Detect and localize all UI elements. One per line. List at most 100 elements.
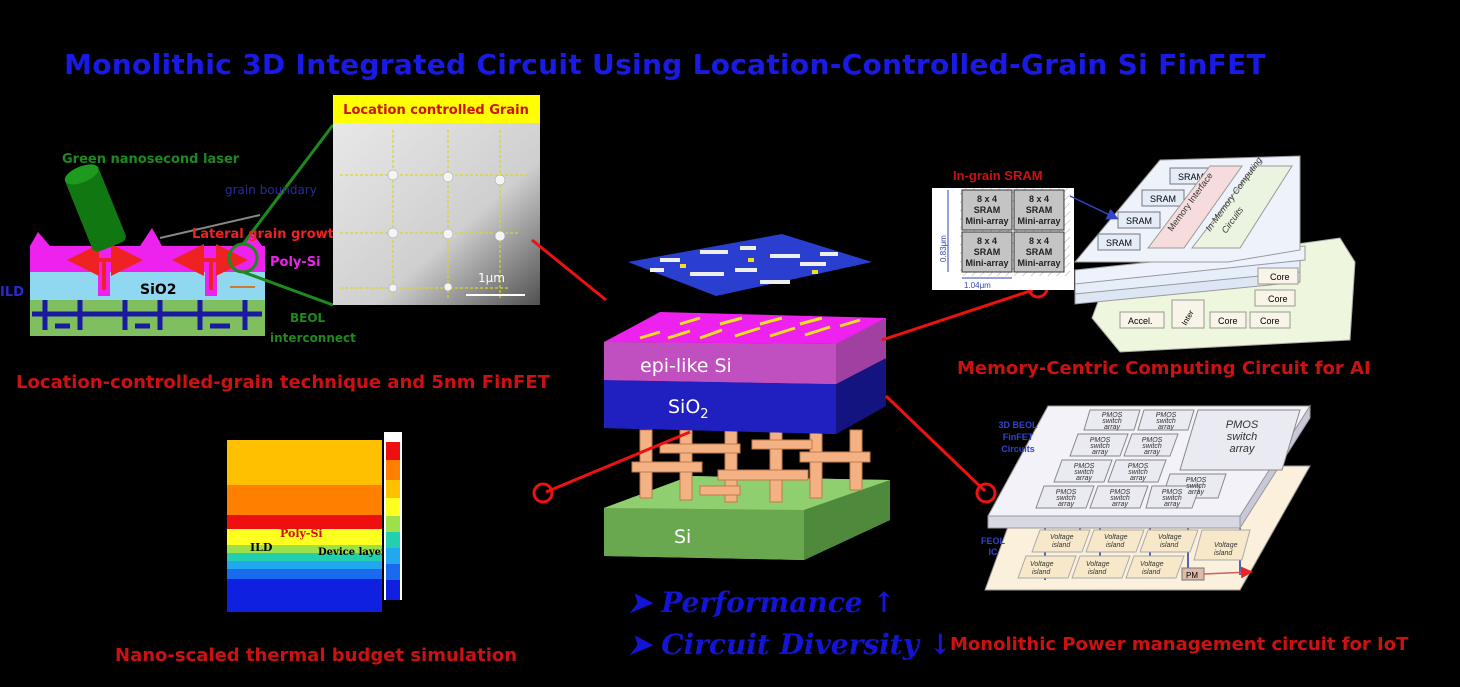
- ps9a: PMOS: [1110, 489, 1131, 496]
- beol-circ-3: Circuits: [1001, 444, 1035, 454]
- lateral-growth-label: Lateral grain growth: [192, 227, 343, 242]
- ps4b: switch: [1142, 443, 1162, 450]
- v4a: Voltage: [1214, 542, 1238, 549]
- sio2-label: SiO2: [140, 282, 177, 298]
- scale-label: 1μm: [478, 271, 505, 285]
- ps2a: PMOS: [1156, 412, 1177, 419]
- ps3c: array: [1092, 449, 1108, 456]
- ps1c: array: [1104, 424, 1120, 431]
- sem-grain-seeds: [387, 169, 506, 293]
- v7a: Voltage: [1140, 561, 1164, 568]
- mini-array-2b: SRAM: [1026, 205, 1053, 215]
- core-2: Core: [1268, 294, 1288, 304]
- ai-panel: SRAM SRAM SRAM SRAM Memory Interface In-…: [932, 155, 1356, 353]
- pmos-big-3: array: [1229, 443, 1256, 455]
- sram-title: In-grain SRAM: [953, 168, 1043, 183]
- sem-title-bar: [333, 95, 540, 123]
- polysi-label: Poly-Si: [270, 255, 321, 270]
- dim-width: 1.04μm: [964, 281, 991, 290]
- v1a: Voltage: [1050, 534, 1074, 541]
- ps10b: switch: [1162, 495, 1182, 502]
- sram-block-1: SRAM: [1178, 172, 1204, 182]
- sem-image: [333, 123, 540, 305]
- bullet-diversity: ➤ Circuit Diversity ↓: [628, 628, 952, 661]
- beol-label-1: BEOL: [290, 311, 326, 325]
- sram-block-2: SRAM: [1150, 194, 1176, 204]
- thermal-device-label: Device layer: [318, 547, 387, 558]
- sram-block-4: SRAM: [1106, 238, 1132, 248]
- v6b: island: [1088, 569, 1107, 576]
- ps10c: array: [1164, 501, 1180, 508]
- v5b: island: [1032, 569, 1051, 576]
- v1b: island: [1052, 542, 1071, 549]
- core-3: Core: [1260, 316, 1280, 326]
- thermal-panel: Poly-Si ILD Device layer: [227, 432, 402, 612]
- mini-array-4c: Mini-array: [1017, 258, 1060, 268]
- lcg-panel: Green nanosecond laser grain boundary La…: [0, 95, 540, 345]
- core-4: Core: [1218, 316, 1238, 326]
- page-title: Monolithic 3D Integrated Circuit Using L…: [64, 48, 1266, 81]
- mini-array-1c: Mini-array: [965, 216, 1008, 226]
- mini-array-2a: 8 x 4: [1029, 194, 1049, 204]
- ps6c: array: [1130, 475, 1146, 482]
- laser-label: Green nanosecond laser: [62, 152, 240, 167]
- ps4c: array: [1144, 449, 1160, 456]
- ps1b: switch: [1102, 418, 1122, 425]
- ps8b: switch: [1056, 495, 1076, 502]
- ai-caption: Memory-Centric Computing Circuit for AI: [957, 358, 1371, 379]
- dim-height: 0.83μm: [939, 235, 948, 262]
- stack-interconnect: [631, 429, 871, 503]
- v5a: Voltage: [1030, 561, 1054, 568]
- beol-label-2: interconnect: [270, 331, 356, 345]
- pm-2: PM: [1186, 571, 1198, 580]
- sram-block-3: SRAM: [1126, 216, 1152, 226]
- lateral-growth-arrows: [75, 260, 248, 290]
- ps9b: switch: [1110, 495, 1130, 502]
- beol-interconnect-lines: [32, 300, 262, 330]
- bullet-diversity-text: Circuit Diversity: [661, 628, 919, 661]
- lcg-caption: Location-controlled-grain technique and …: [16, 372, 550, 393]
- ps8c: array: [1058, 501, 1074, 508]
- thermal-polysi-label: Poly-Si: [280, 527, 323, 540]
- stack-epi-label: epi-like Si: [640, 355, 732, 377]
- v3a: Voltage: [1158, 534, 1182, 541]
- ps8a: PMOS: [1056, 489, 1077, 496]
- feol-2: IC: [989, 547, 999, 557]
- mini-array-3a: 8 x 4: [977, 236, 997, 246]
- ps5b: switch: [1074, 469, 1094, 476]
- v3b: island: [1160, 542, 1179, 549]
- ps1a: PMOS: [1102, 412, 1123, 419]
- ps9c: array: [1112, 501, 1128, 508]
- feol-1: FEOL: [981, 536, 1006, 546]
- stack-sio2-label: SiO2: [668, 396, 709, 422]
- bullet-marker-icon: ➤: [628, 586, 662, 619]
- bullet-marker-icon: ➤: [628, 628, 662, 661]
- pmos-big-2: switch: [1227, 431, 1258, 443]
- ps5c: array: [1076, 475, 1092, 482]
- ild-label: ILD: [0, 285, 24, 300]
- arrow-down-icon: ↓: [928, 628, 953, 661]
- accel-label: Accel.: [1128, 316, 1153, 326]
- mini-array-4b: SRAM: [1026, 247, 1053, 257]
- ps7c: array: [1188, 489, 1204, 496]
- sem-grain-grid: [340, 130, 530, 300]
- beol-circ-2: FinFET: [1003, 432, 1034, 442]
- ps6b: switch: [1128, 469, 1148, 476]
- ps2b: switch: [1156, 418, 1176, 425]
- laser-beam: [64, 164, 126, 252]
- thermal-caption: Nano-scaled thermal budget simulation: [115, 645, 518, 666]
- mini-array-3b: SRAM: [974, 247, 1001, 257]
- v6a: Voltage: [1086, 561, 1110, 568]
- ps3a: PMOS: [1090, 437, 1111, 444]
- pmos-big-1: PMOS: [1226, 419, 1259, 431]
- bullet-performance-text: Performance: [661, 586, 863, 619]
- connector-node-power: [975, 482, 997, 504]
- connector-node-thermal: [532, 482, 554, 504]
- thermal-ild-label: ILD: [250, 541, 273, 554]
- circuit-layout-pattern: [650, 246, 838, 284]
- v2b: island: [1106, 542, 1125, 549]
- ps10a: PMOS: [1162, 489, 1183, 496]
- power-caption: Monolithic Power management circuit for …: [950, 634, 1409, 655]
- mini-array-4a: 8 x 4: [1029, 236, 1049, 246]
